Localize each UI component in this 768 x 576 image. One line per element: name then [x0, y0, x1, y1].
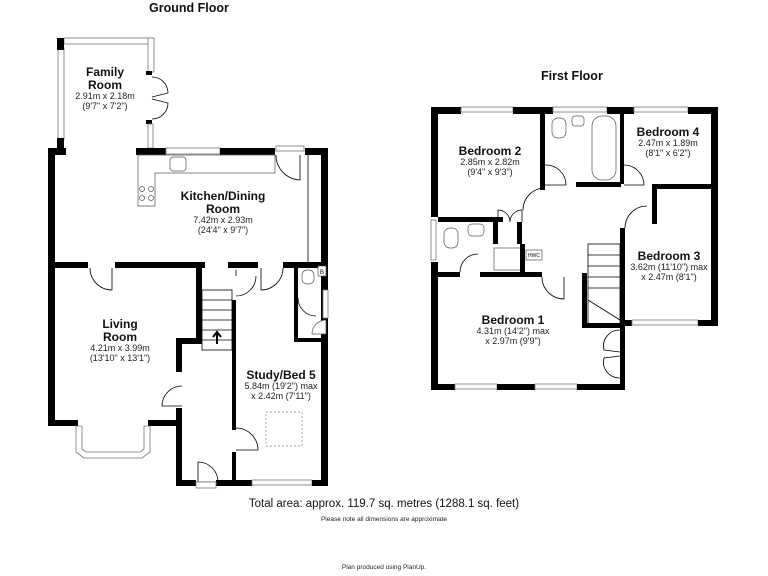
living-room-door — [89, 267, 113, 291]
bedroom3-dims: 3.62m (11'10") max — [630, 262, 708, 273]
bedroom3-imperial: x 2.47m (8'1") — [641, 272, 697, 283]
wc-door — [297, 297, 317, 317]
living-room-label: Living Room 4.21m x 3.99m (13'10" x 13'1… — [72, 317, 168, 364]
bedroom4-window — [633, 106, 689, 113]
bedroom1-dims: 4.31m (14'2") max — [476, 326, 550, 337]
hwc-label: HWC — [528, 253, 540, 259]
ground-stairs — [201, 289, 233, 351]
dimensions-note: Please note all dimensions are approxima… — [320, 516, 448, 523]
plan-credit: Plan produced using PlanUp. — [341, 564, 427, 571]
wc-toilet-icon — [301, 269, 315, 285]
kitchen-dining-label: Kitchen/Dining Room 7.42m x 2.93m (24'4"… — [158, 189, 288, 236]
family-room-name: Family — [85, 65, 124, 79]
shower-icon — [493, 247, 523, 271]
bedroom4-dims: 2.47m x 1.89m — [638, 138, 698, 149]
ensuite-door — [459, 253, 479, 273]
study-name: Study/Bed 5 — [246, 368, 316, 382]
kitchen-back-door — [275, 154, 301, 181]
living-room-bay-window — [75, 425, 151, 459]
living-room-name: Living — [102, 317, 138, 331]
bedroom3-label: Bedroom 3 3.62m (11'10") max x 2.47m (8'… — [624, 249, 714, 283]
bedroom3-name: Bedroom 3 — [637, 249, 701, 263]
living-room-imperial: (13'10" x 13'1") — [89, 353, 151, 364]
bedroom4-door — [623, 164, 645, 186]
living-room-hall-door — [161, 385, 183, 407]
front-door — [197, 461, 219, 483]
living-room-name-2: Room — [103, 330, 137, 345]
bath-basin-icon — [571, 115, 585, 127]
family-room-french-doors — [151, 76, 169, 120]
study-label: Study/Bed 5 5.84m (19'2") max x 2.42m (7… — [236, 368, 326, 402]
study-door-top — [260, 267, 284, 291]
bedroom4-name: Bedroom 4 — [636, 125, 700, 139]
kitchen-dims: 7.42m x 2.93m — [193, 215, 253, 226]
bedroom1-window-right — [534, 383, 578, 390]
hwc-cupboard — [525, 249, 543, 261]
bedroom1-wardrobe-doors — [603, 329, 621, 379]
total-area: Total area: approx. 119.7 sq. metres (12… — [248, 498, 520, 510]
bedroom3-door — [624, 205, 648, 229]
hob-icon — [139, 186, 154, 201]
family-room-imperial: (9'7" x 7'2") — [82, 101, 128, 112]
bedroom1-imperial: x 2.97m (9'9") — [485, 336, 541, 347]
boiler-box — [317, 265, 327, 277]
first-floor-stairs — [587, 243, 621, 325]
bedroom2-name: Bedroom 2 — [458, 144, 522, 158]
kitchen-imperial: (24'4" x 9'7") — [197, 225, 249, 236]
bath-toilet-icon — [551, 117, 567, 139]
sink-icon — [169, 156, 187, 172]
study-imperial: x 2.42m (7'11") — [251, 391, 311, 402]
study-window — [251, 479, 313, 486]
bedroom2-imperial: (9'4" x 9'3") — [467, 167, 513, 178]
ensuite-toilet-icon — [443, 227, 459, 249]
bedroom1-window-left — [454, 383, 498, 390]
bathroom-window — [552, 106, 608, 113]
study-dims: 5.84m (19'2") max — [244, 381, 318, 392]
ensuite-basin-icon — [467, 223, 485, 237]
bedroom1-name: Bedroom 1 — [481, 313, 545, 327]
bedroom2-dims: 2.85m x 2.82m — [460, 157, 520, 168]
ground-floor-title: Ground Floor — [149, 1, 229, 15]
bedroom3-window — [631, 319, 699, 326]
kitchen-window — [165, 147, 221, 155]
bedroom1-door — [541, 276, 565, 300]
first-floor-title: First Floor — [541, 69, 603, 83]
bedroom4-imperial: (8'1" x 6'2") — [645, 148, 691, 159]
bedroom2-window — [460, 106, 514, 113]
bedroom4-label: Bedroom 4 2.47m x 1.89m (8'1" x 6'2") — [626, 125, 710, 159]
hall-cupboard-door — [235, 270, 257, 297]
family-room-right-window — [147, 37, 155, 73]
bedroom2-doors — [497, 187, 546, 223]
bedroom1-label: Bedroom 1 4.31m (14'2") max x 2.97m (9'9… — [458, 313, 568, 347]
wc-basin-icon — [311, 319, 327, 335]
bedroom2-label: Bedroom 2 2.85m x 2.82m (9'4" x 9'3") — [442, 144, 538, 178]
family-room-dims: 2.91m x 2.18m — [75, 91, 135, 102]
boiler-label: B — [320, 270, 324, 276]
kitchen-name: Kitchen/Dining — [180, 189, 266, 203]
stairs-up-arrow-icon — [212, 330, 222, 344]
family-room-name-2: Room — [88, 78, 122, 93]
family-room-top-window — [63, 37, 155, 45]
first-floor-plan: HWC — [430, 106, 718, 390]
kitchen-name-2: Room — [206, 202, 240, 217]
living-room-dims: 4.21m x 3.99m — [90, 343, 150, 354]
study-rooflight — [265, 411, 303, 447]
study-door — [235, 427, 259, 451]
bath-tub-icon — [591, 115, 617, 181]
bathroom-door — [544, 164, 567, 186]
ground-floor-plan: B — [48, 37, 329, 489]
family-room-label: Family Room 2.91m x 2.18m (9'7" x 7'2") — [62, 65, 148, 112]
